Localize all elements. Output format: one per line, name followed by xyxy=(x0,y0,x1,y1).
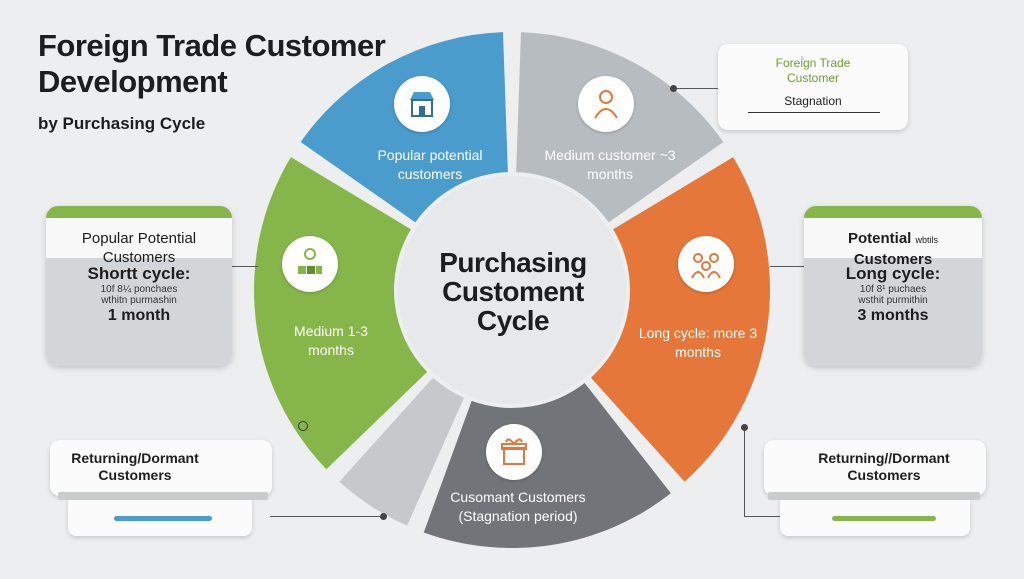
right-card-note-2: wsthit purmithin xyxy=(858,295,928,306)
bottom-left-info-card: Returning/Dormant Customers xyxy=(50,440,272,496)
segment-label-bottom: Cusomant Customers (Stagnation period) xyxy=(450,489,586,524)
ring-center-disc xyxy=(398,176,626,404)
segment-label-left: Medium 1-3 months xyxy=(294,323,368,358)
left-info-card: Popular Potential Customers Shortt cycle… xyxy=(46,206,232,366)
ring-segment-left xyxy=(253,157,428,470)
ring-segment-top-left xyxy=(300,32,508,223)
ring-segment-bottom xyxy=(423,382,671,548)
connector-dot-top-right xyxy=(670,85,677,92)
bottom-right-progress-bar xyxy=(832,516,936,521)
segment-label-top-left: Popular potential customers xyxy=(377,147,483,182)
connector-dot-bottom-right xyxy=(741,424,748,431)
left-card-note-2: wthitn purmashin xyxy=(101,295,177,306)
left-card-duration: 1 month xyxy=(107,307,171,324)
top-right-card-status: Stagnation xyxy=(784,94,842,108)
top-right-card-underline xyxy=(748,112,880,113)
top-right-card-title-2: Customer xyxy=(786,71,839,85)
ring-segment-bottom-left-gap xyxy=(339,377,465,526)
connector-bottom-left xyxy=(270,516,382,517)
right-card-title-small: wbtils xyxy=(915,235,939,245)
segment-label-top-right: Medium customer ~3 months xyxy=(544,147,676,182)
bottom-left-progress-bar xyxy=(114,516,212,521)
gift-box-icon xyxy=(486,424,542,480)
left-card-cycle: Shortt cycle: xyxy=(87,264,191,283)
bottom-right-shelf xyxy=(768,492,980,500)
person-icon xyxy=(578,76,634,132)
center-title: Purchasing Customent Cycle xyxy=(439,247,587,336)
left-card-title: Popular Potential Customers xyxy=(81,230,197,266)
right-card-title-line2: Customers xyxy=(853,251,933,268)
store-icon xyxy=(394,76,450,132)
segment-label-right: Long cycle: more 3 months xyxy=(638,325,758,360)
connector-right-card xyxy=(770,266,804,267)
right-info-card: Potential wbtils Customers Long cycle: 1… xyxy=(804,206,982,366)
right-card-cycle: Long cycle: xyxy=(845,264,941,283)
left-card-note-1: 10f 8¼ ponchaes xyxy=(100,284,178,295)
connector-bottom-right-v xyxy=(744,428,745,516)
connector-left-card xyxy=(232,266,258,267)
connector-bottom-right-h xyxy=(744,516,780,517)
connector-top-right xyxy=(676,88,718,89)
small-ring-marker xyxy=(298,421,308,431)
page-title: Foreign Trade Customer Development xyxy=(38,28,386,99)
right-card-duration: 3 months xyxy=(857,307,929,324)
shopping-cart-icon xyxy=(282,236,338,292)
top-right-card-title-1: Forei̇̇gn Trade xyxy=(775,56,851,70)
bottom-left-card-title: Returning/Dormant Customers xyxy=(71,450,199,483)
right-card-note-1: 10f 8¹ puchaes xyxy=(859,284,927,295)
people-group-icon xyxy=(678,236,734,292)
right-card-title: Potential xyxy=(847,230,912,247)
bottom-right-card-title: Returning//Dormant Customers xyxy=(818,450,950,483)
bottom-right-info-card: Returning//Dormant Customers xyxy=(764,440,986,496)
page-subtitle: by Purchasing Cycle xyxy=(38,114,206,133)
bottom-left-shelf xyxy=(58,492,268,500)
top-right-info-card: Forei̇̇gn Trade Customer Stagnation xyxy=(718,44,908,130)
ring-segment-right xyxy=(590,157,770,482)
connector-dot-bottom-left xyxy=(380,513,387,520)
